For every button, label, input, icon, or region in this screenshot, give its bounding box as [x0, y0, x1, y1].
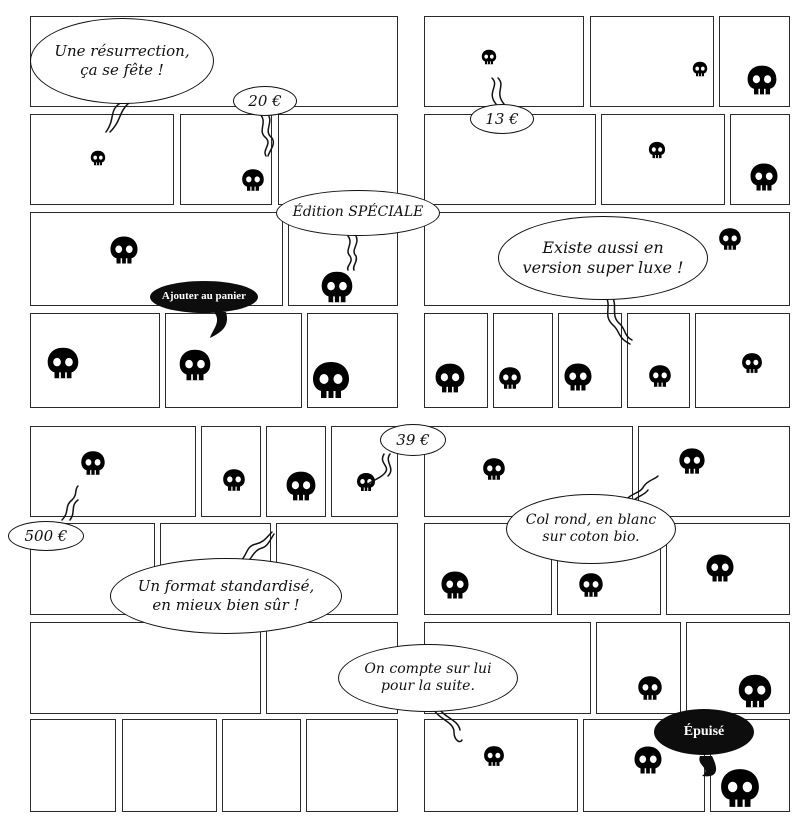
panel — [627, 313, 690, 408]
bubble-text: Col rond, en blanc sur coton bio. — [525, 511, 657, 546]
skull-icon — [80, 450, 106, 476]
panel — [601, 114, 725, 205]
skull-icon — [434, 362, 466, 394]
skull-icon — [482, 457, 506, 481]
skull-icon — [746, 64, 778, 96]
skull-icon — [178, 348, 212, 382]
bubble-text: 20 € — [248, 91, 282, 110]
skull-icon — [719, 767, 761, 809]
bubble-text: 39 € — [396, 430, 430, 449]
speech-bubble-suite: On compte sur lui pour la suite. — [338, 644, 518, 712]
panel — [590, 16, 714, 107]
speech-bubble-resurrection: Une résurrection, ça se fête ! — [30, 18, 214, 104]
bubble-text: Un format standardisé, en mieux bien sûr… — [137, 577, 315, 614]
panel — [596, 622, 681, 714]
panel — [638, 426, 790, 517]
panel — [266, 426, 326, 517]
panel — [666, 523, 790, 615]
speech-bubble-format: Un format standardisé, en mieux bien sûr… — [110, 558, 342, 634]
skull-icon — [563, 362, 593, 392]
bubble-text: 13 € — [485, 109, 519, 128]
panel — [730, 114, 790, 205]
skull-icon — [648, 141, 666, 159]
price-bubble-500: 500 € — [8, 521, 84, 551]
panel — [558, 313, 622, 408]
bubble-text: On compte sur lui pour la suite. — [364, 660, 492, 695]
skull-icon — [633, 745, 663, 775]
skull-icon — [498, 366, 522, 390]
add-to-cart-button[interactable]: Ajouter au panier — [150, 281, 258, 313]
speech-bubble-luxe: Existe aussi en version super luxe ! — [498, 216, 708, 300]
panel — [30, 622, 261, 714]
bubble-text: 500 € — [24, 526, 68, 545]
panel — [306, 719, 398, 812]
skull-icon — [692, 61, 708, 77]
bubble-text: Une résurrection, ça se fête ! — [54, 42, 190, 79]
skull-icon — [749, 162, 779, 192]
panel — [122, 719, 217, 812]
skull-icon — [109, 235, 139, 265]
skull-icon — [90, 150, 106, 166]
bubble-text: Existe aussi en version super luxe ! — [522, 238, 684, 277]
panel — [222, 719, 301, 812]
panel — [30, 719, 116, 812]
skull-icon — [705, 551, 735, 585]
speech-bubble-edition: Édition SPÉCIALE — [276, 190, 440, 236]
panel — [686, 622, 790, 714]
skull-icon — [718, 227, 742, 251]
skull-icon — [637, 675, 663, 701]
skull-icon — [241, 168, 265, 192]
panel — [493, 313, 553, 408]
skull-icon — [356, 472, 376, 492]
skull-icon — [320, 270, 354, 304]
skull-icon — [46, 346, 80, 380]
skull-icon — [483, 745, 505, 767]
panel — [30, 426, 196, 517]
price-bubble-20: 20 € — [233, 86, 297, 116]
skull-icon — [678, 447, 706, 475]
skull-icon — [285, 470, 317, 502]
skull-icon — [311, 360, 351, 400]
price-bubble-39: 39 € — [380, 424, 446, 456]
add-to-cart-label: Ajouter au panier — [161, 290, 247, 303]
skull-icon — [741, 352, 763, 374]
skull-icon — [440, 570, 470, 600]
skull-icon — [648, 364, 672, 388]
bubble-text: Édition SPÉCIALE — [292, 204, 424, 221]
skull-icon — [578, 572, 604, 598]
skull-icon — [737, 673, 773, 709]
price-bubble-13: 13 € — [470, 104, 534, 134]
skull-icon — [481, 49, 497, 65]
sold-out-badge: Épuisé — [654, 709, 754, 755]
sold-out-label: Épuisé — [683, 724, 725, 740]
panel — [424, 16, 584, 107]
speech-bubble-col-rond: Col rond, en blanc sur coton bio. — [506, 494, 676, 564]
skull-icon — [222, 468, 246, 492]
